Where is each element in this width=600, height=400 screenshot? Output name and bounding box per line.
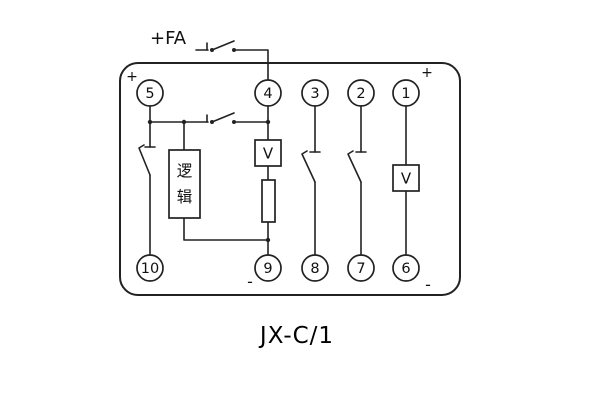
terminal-9-label: 9 — [263, 261, 272, 277]
voltage-element-box-left — [254, 139, 282, 167]
terminal-1-label: 1 — [401, 86, 410, 102]
terminal-7-label: 7 — [356, 261, 365, 277]
resistor — [261, 179, 276, 223]
contact-pivot-dot — [232, 120, 236, 124]
terminal-8: 8 — [301, 254, 329, 282]
contact-pivot-dot — [232, 48, 236, 52]
terminal-1: 1 — [392, 79, 420, 107]
contact-pivot-dot — [210, 120, 214, 124]
junction-dot — [265, 119, 271, 125]
contact-pivot-dot — [210, 48, 214, 52]
terminal-9: 9 — [254, 254, 282, 282]
terminal-3-circle — [301, 79, 329, 107]
contact-2-7 — [347, 150, 367, 183]
junction-dot — [147, 119, 153, 125]
voltage-element-box-right — [392, 164, 420, 192]
polarity-minus-bottom-right: - — [425, 275, 431, 294]
fa-switch-contact — [206, 40, 235, 51]
terminal-5-circle — [136, 79, 164, 107]
voltage-element-label-left: V — [263, 145, 274, 163]
terminal-6-label: 6 — [401, 261, 410, 277]
terminal-1-circle — [392, 79, 420, 107]
start-switch-contact — [206, 112, 235, 123]
junction-dot — [265, 237, 271, 243]
terminal-3-label: 3 — [310, 86, 319, 102]
terminal-6-circle — [392, 254, 420, 282]
polarity-minus-bottom-left: - — [247, 272, 253, 291]
polarity-plus-top-left: + — [126, 69, 138, 85]
terminal-4-label: 4 — [263, 86, 272, 102]
terminal-5: 5 — [136, 79, 164, 107]
polarity-plus-top-right: + — [421, 65, 433, 81]
terminal-8-circle — [301, 254, 329, 282]
terminal-5-label: 5 — [145, 86, 154, 102]
terminal-2-circle — [347, 79, 375, 107]
terminal-2-label: 2 — [356, 86, 365, 102]
output-contact-5-10 — [138, 144, 156, 176]
terminal-9-circle — [254, 254, 282, 282]
terminal-4: 4 — [254, 79, 282, 107]
contact-3-8 — [301, 150, 321, 183]
relay-case-outline — [119, 62, 461, 296]
terminal-7-circle — [347, 254, 375, 282]
terminal-3: 3 — [301, 79, 329, 107]
terminal-10-circle — [136, 254, 164, 282]
junction-dot — [181, 119, 187, 125]
terminal-10: 10 — [136, 254, 164, 282]
logic-box-label-top: 逻 — [177, 162, 193, 180]
terminal-10-label: 10 — [141, 261, 159, 277]
voltage-element-label-right: V — [401, 170, 412, 188]
fa-supply-label: +FA — [150, 28, 187, 49]
terminal-2: 2 — [347, 79, 375, 107]
model-title: JX-C/1 — [258, 323, 334, 349]
terminal-4-circle — [254, 79, 282, 107]
terminal-6: 6 — [392, 254, 420, 282]
logic-box-label-bottom: 辑 — [177, 188, 193, 206]
wiring — [149, 49, 407, 256]
terminal-8-label: 8 — [310, 261, 319, 277]
logic-box — [168, 149, 201, 219]
terminal-7: 7 — [347, 254, 375, 282]
